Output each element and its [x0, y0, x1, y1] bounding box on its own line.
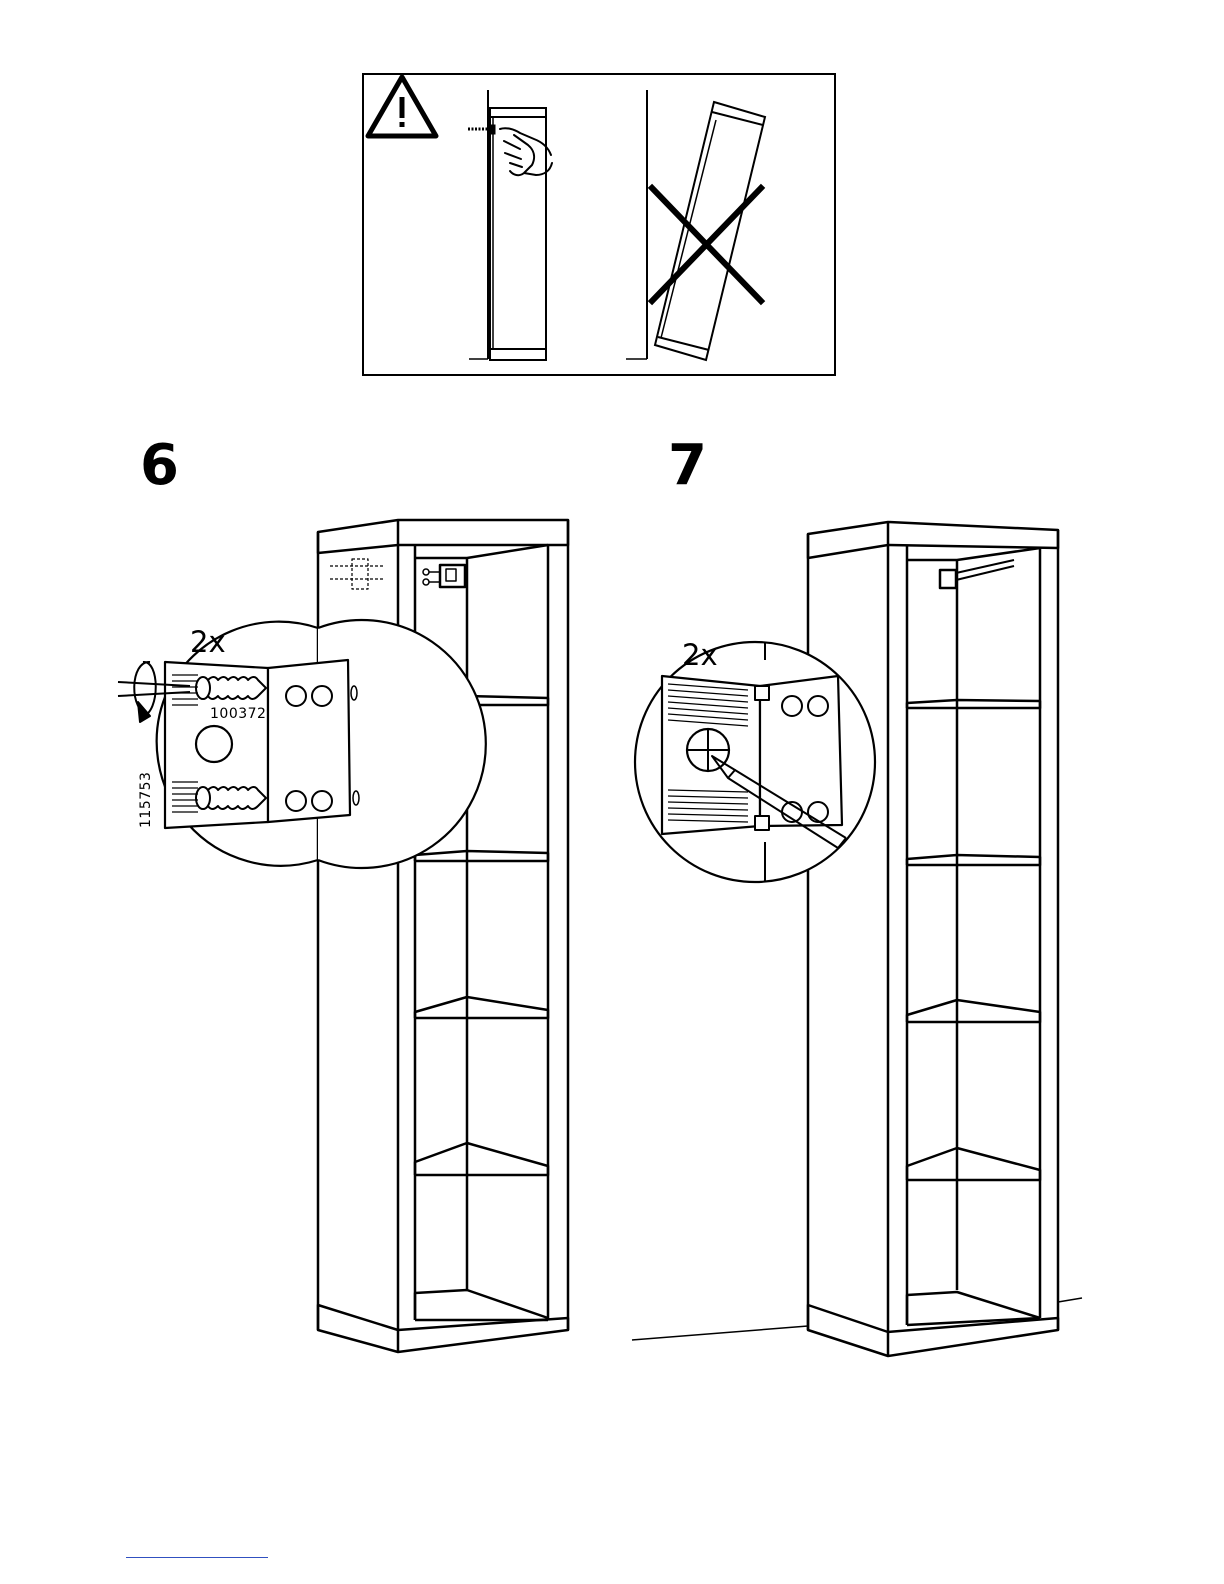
bookcase-step-7: [808, 522, 1058, 1356]
footer-rule: [126, 1557, 268, 1558]
step-7-quantity: 2x: [682, 641, 718, 670]
pencil-marking-magnifier: [635, 642, 875, 882]
